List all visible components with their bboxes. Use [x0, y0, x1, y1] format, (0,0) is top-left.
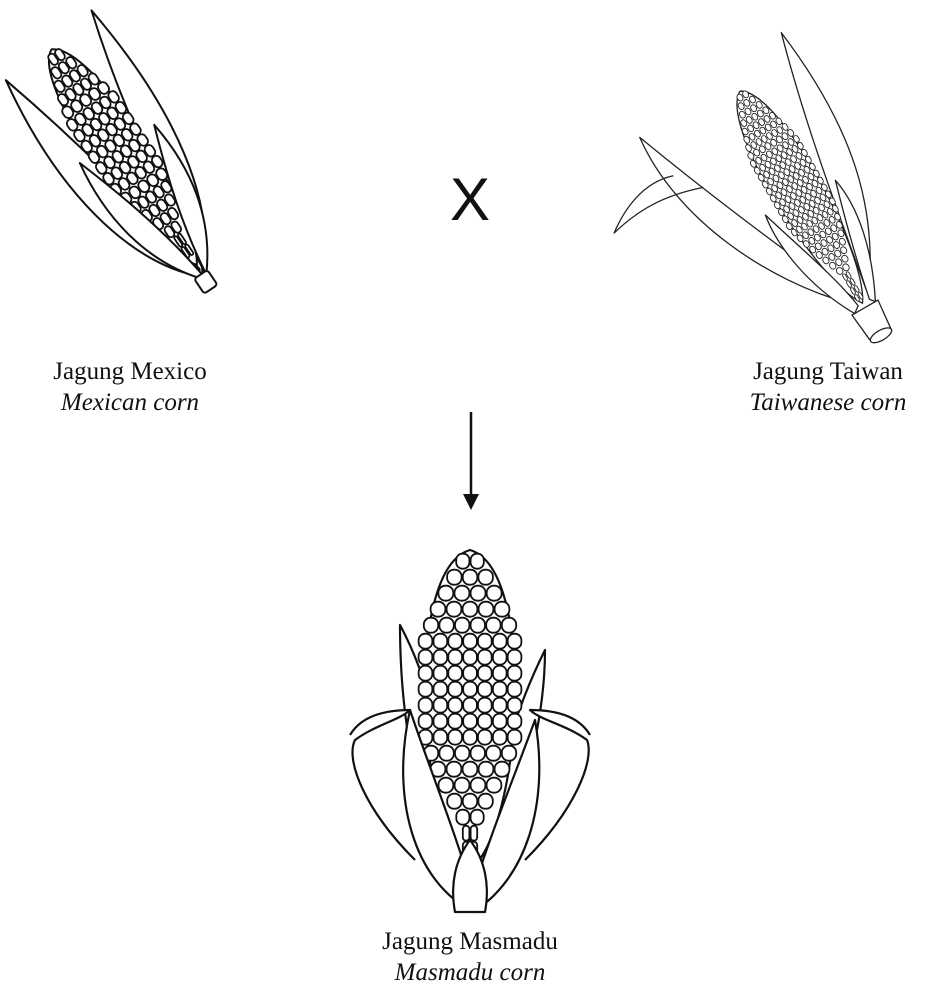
down-arrow-icon [461, 412, 481, 512]
offspring-name: Jagung Masmadu [340, 926, 600, 957]
parent-name: Jagung Mexico [20, 356, 240, 387]
parent-english-name: Taiwanese corn [717, 387, 939, 418]
parent-taiwanese-label: Jagung Taiwan Taiwanese corn [717, 356, 939, 418]
offspring-label: Jagung Masmadu Masmadu corn [340, 926, 600, 988]
taiwanese-corn-icon [660, 25, 939, 385]
parent-mexican-label: Jagung Mexico Mexican corn [20, 356, 240, 418]
cross-symbol: X [440, 170, 500, 230]
offspring-english-name: Masmadu corn [340, 957, 600, 988]
mexican-corn-icon [0, 0, 290, 330]
parent-name: Jagung Taiwan [717, 356, 939, 387]
parent-english-name: Mexican corn [20, 387, 240, 418]
masmadu-corn-icon [305, 540, 635, 930]
